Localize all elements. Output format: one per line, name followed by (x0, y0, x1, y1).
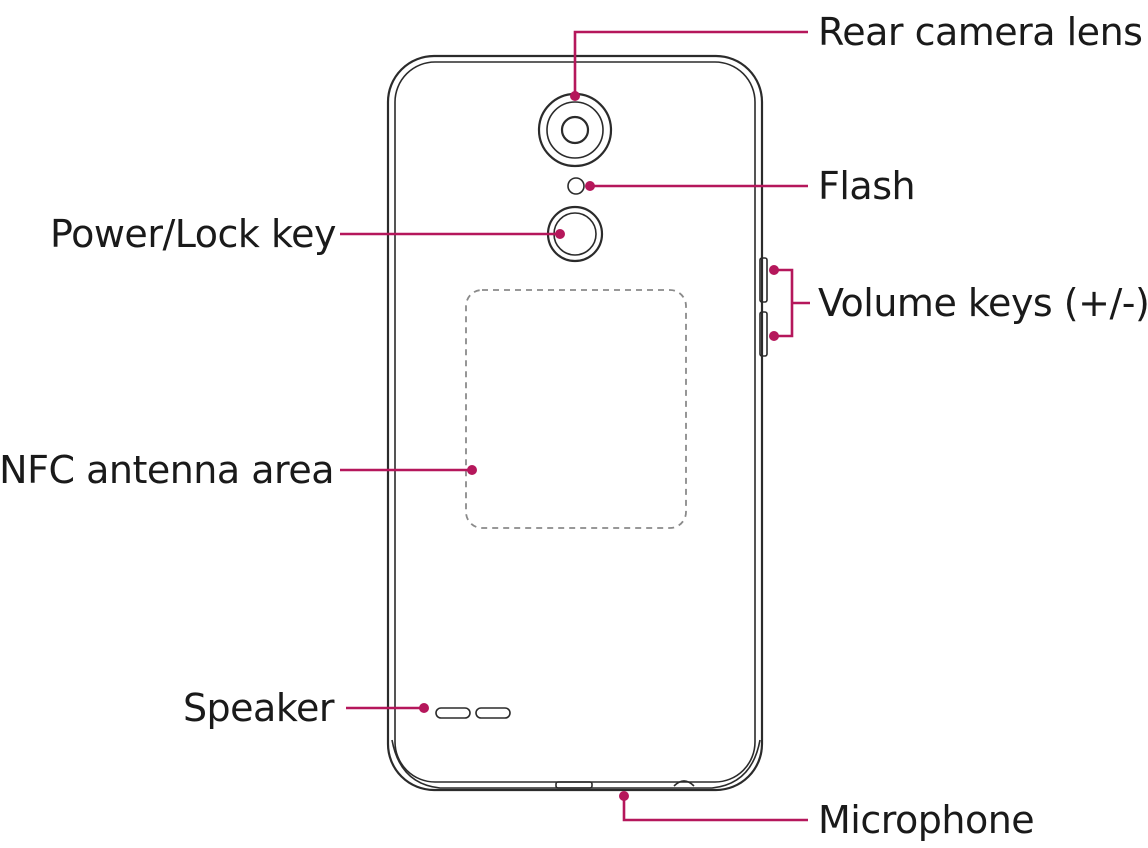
label-microphone: Microphone (818, 798, 1034, 842)
label-power-lock-key: Power/Lock key (50, 212, 336, 256)
label-volume-keys: Volume keys (+/-) (818, 281, 1148, 325)
label-rear-camera-lens: Rear camera lens (818, 10, 1142, 54)
label-speaker: Speaker (183, 686, 335, 730)
volume-keys-shape (759, 257, 768, 357)
leader-lines (340, 30, 810, 822)
camera-lens-icon (537, 92, 613, 168)
speaker-icon (435, 707, 511, 719)
flash-icon (567, 177, 585, 195)
label-flash: Flash (818, 164, 915, 208)
label-nfc-antenna-area: NFC antenna area (0, 448, 334, 492)
nfc-antenna-region (465, 289, 687, 529)
